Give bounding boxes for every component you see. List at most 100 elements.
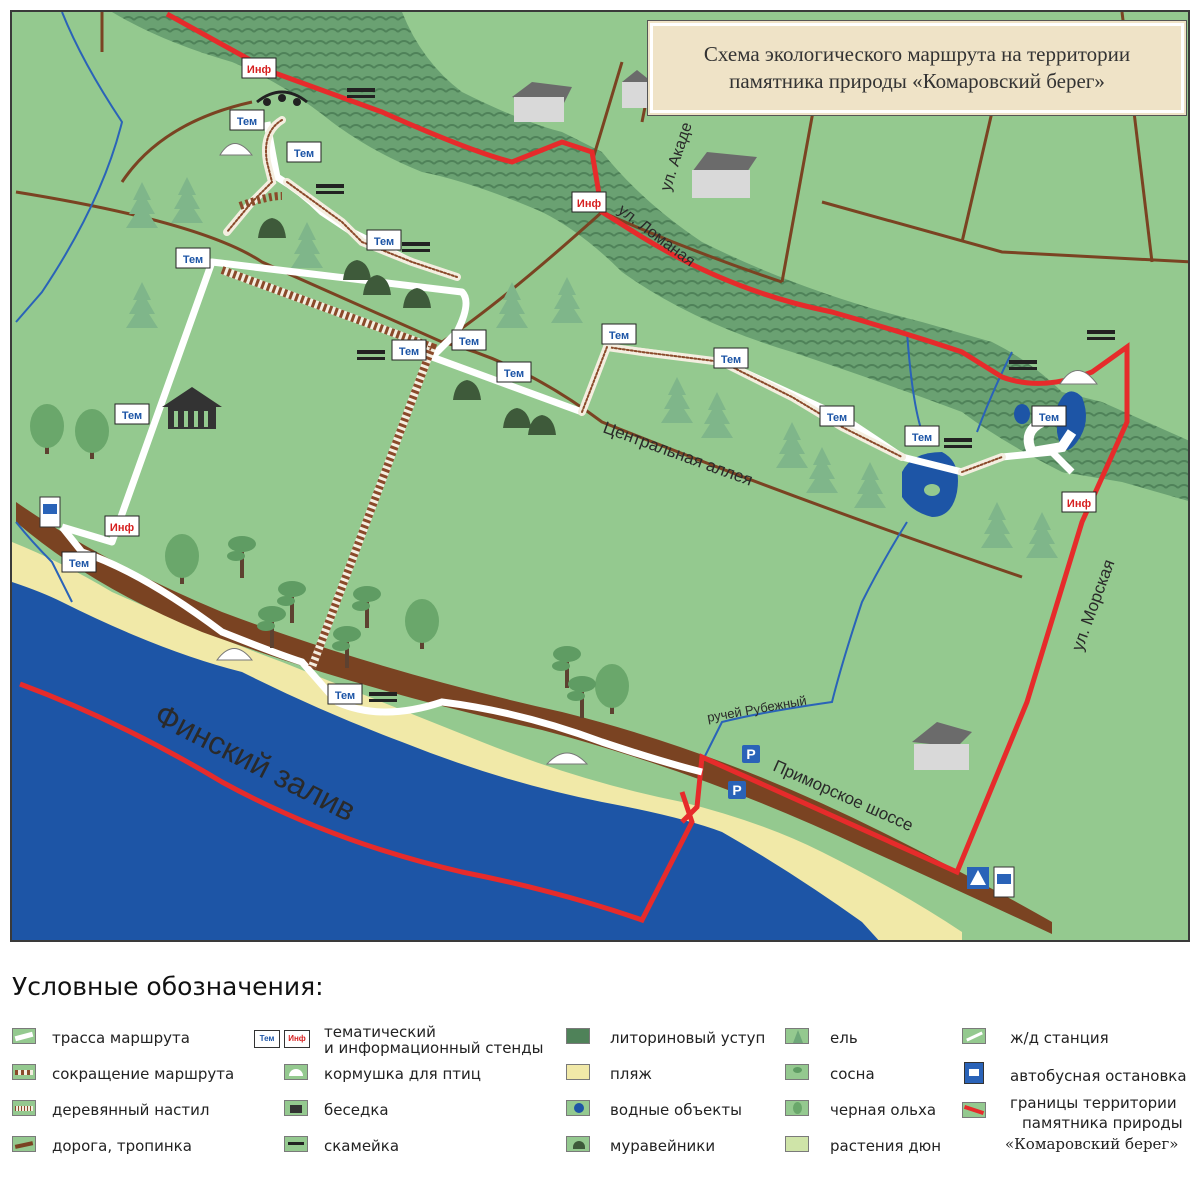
route-shortcuts [220,192,438,669]
beach-swatch [566,1064,590,1080]
theme-stand-icon: Тем [61,551,97,573]
legend-heading: Условные обозначения: [12,972,324,1001]
svg-text:Инф: Инф [110,522,135,534]
theme-stand-icon: Тем [713,347,749,369]
bus-stop-icon [39,496,1015,898]
svg-text:Тем: Тем [609,330,629,342]
svg-text:Тем: Тем [374,236,394,248]
legend-stands-line2: и информационный стенды [324,1039,544,1057]
legend-feeder: кормушка для птиц [324,1065,481,1083]
map-frame: P P Тем Тем Тем Тем Тем Тем Тем Тем Тем … [10,10,1190,942]
legend-boundary-line3: «Комаровский берег» [1005,1135,1179,1153]
legend-pine: сосна [830,1065,875,1083]
legend-station: ж/д станция [1010,1029,1109,1047]
svg-text:Тем: Тем [504,368,524,380]
legend-boundary-line1: границы территории [1010,1094,1177,1112]
svg-text:Тем: Тем [335,690,355,702]
info-stand-icon: Инф [571,191,607,213]
svg-text:Тем: Тем [1039,412,1059,424]
legend-water: водные объекты [610,1101,742,1119]
svg-text:Тем: Тем [459,336,479,348]
bench-icon [316,88,1115,702]
legend-route: трасса маршрута [52,1029,190,1047]
legend-spruce: ель [830,1029,858,1047]
boundary-swatch [962,1102,986,1118]
theme-stand-icon: Тем [286,141,322,163]
svg-text:Тем: Тем [294,148,314,160]
svg-text:Тем: Тем [183,254,203,266]
sea-area [12,582,879,940]
svg-text:Инф: Инф [577,198,602,210]
route-main [60,258,1075,546]
streams [15,12,1013,763]
theme-stand-icon: Тем [496,361,532,383]
info-stand-icon: Инф [241,57,277,79]
theme-stand-icon: Тем [229,109,265,131]
ledge-band-north [112,12,1188,501]
svg-text:Тем: Тем [721,354,741,366]
legend-alder: черная ольха [830,1101,937,1119]
legend-bus-stop: автобусная остановка [1010,1067,1187,1085]
svg-text:P: P [732,782,741,798]
svg-text:Тем: Тем [122,410,142,422]
spruce-swatch [785,1028,809,1044]
anthills-swatch [566,1136,590,1152]
feeder-swatch [284,1064,308,1080]
theme-stand-icon: Тем [601,323,637,345]
theme-stand-icon: Тем [175,247,211,269]
route-beach [59,524,703,776]
crosswalk-icon [967,867,989,889]
legend-shortcut: сокращение маршрута [52,1065,235,1083]
legend-bench: скамейка [324,1137,400,1155]
theme-stand-icon: Тем [254,1030,280,1048]
bench-swatch [284,1136,308,1152]
svg-text:Тем: Тем [69,558,89,570]
route-swatch [12,1028,36,1044]
theme-stand-icon: Тем [391,339,427,361]
shortcut-swatch [12,1064,36,1080]
legend-dune-plants: растения дюн [830,1137,942,1155]
road-swatch [12,1136,36,1152]
svg-text:Тем: Тем [237,116,257,128]
legend-gazebo: беседка [324,1101,389,1119]
map-canvas: P P Тем Тем Тем Тем Тем Тем Тем Тем Тем … [12,12,1188,940]
gazebo-swatch [284,1100,308,1116]
station-swatch [962,1028,986,1044]
boundary-sea [19,681,695,924]
legend-boundary-line2: памятника природы [1022,1114,1183,1132]
bird-feeder-icon [216,143,1098,765]
legend-road: дорога, тропинка [52,1137,192,1155]
svg-text:Тем: Тем [827,412,847,424]
legend-boardwalk: деревянный настил [52,1101,210,1119]
parking-icon: P P [728,745,760,799]
bus-stop-icon [964,1062,984,1084]
boardwalk-swatch [12,1100,36,1116]
theme-stand-icon: Тем [904,425,940,447]
station-icon [256,90,308,106]
svg-text:Инф: Инф [247,64,272,76]
theme-stand-icon: Тем [366,229,402,251]
map-title-box: Схема экологического маршрута на террито… [647,20,1187,116]
info-stand-icon: Инф [284,1030,310,1048]
info-stand-icon: Инф [1061,491,1097,513]
house-icon [512,70,972,770]
info-stand-group: Инф Инф Инф Инф [104,57,1097,537]
legend-stands-line1: тематический [324,1023,436,1041]
svg-text:Инф: Инф [1067,498,1092,510]
alder-swatch [785,1100,809,1116]
legend-beach: пляж [610,1065,652,1083]
theme-stand-icon: Тем [451,329,487,351]
map-title: Схема экологического маршрута на террито… [703,42,1131,93]
legend-anthills: муравейники [610,1137,716,1155]
water-swatch [566,1100,590,1116]
theme-stand-icon: Тем [114,403,150,425]
theme-stand-icon: Тем [1031,405,1067,427]
svg-text:P: P [746,746,755,762]
ledge-swatch [566,1028,590,1044]
theme-stand-icon: Тем [819,405,855,427]
svg-text:Тем: Тем [399,346,419,358]
pine-swatch [785,1064,809,1080]
svg-text:Тем: Тем [912,432,932,444]
gazebo-icon [162,387,222,429]
legend-ledge: литориновый уступ [610,1029,766,1047]
